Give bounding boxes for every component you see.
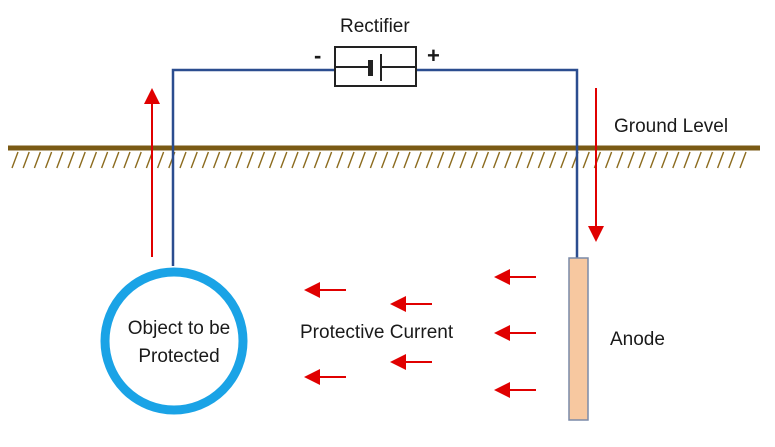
positive-terminal-label: + — [427, 43, 440, 68]
hatch-mark — [369, 151, 378, 169]
ground-level-label: Ground Level — [614, 116, 729, 137]
hatch-mark — [548, 151, 557, 169]
rectifier-symbol — [334, 46, 417, 87]
protected-object-label-line1: Object to be — [127, 318, 231, 339]
hatch-mark — [616, 151, 624, 169]
hatch-mark — [11, 151, 19, 169]
hatch-mark — [33, 151, 42, 169]
hatch-mark — [694, 151, 702, 169]
hatch-mark — [280, 151, 288, 169]
hatch-mark — [515, 151, 523, 169]
hatch-mark — [672, 151, 680, 169]
hatch-mark — [22, 151, 30, 169]
hatch-mark — [436, 151, 445, 169]
protected-object-label: Object to be Protected — [103, 315, 255, 371]
hatch-mark — [582, 151, 590, 169]
anode-rod — [568, 257, 589, 421]
hatch-mark — [156, 151, 165, 169]
hatch-mark — [526, 151, 534, 169]
hatch-mark — [246, 151, 254, 169]
hatch-mark — [425, 151, 434, 169]
hatch-mark — [392, 151, 400, 169]
rectifier-label: Rectifier — [340, 16, 410, 37]
protective-current-label: Protective Current — [300, 322, 454, 343]
protected-object-label-line2: Protected — [138, 346, 220, 367]
hatch-mark — [78, 151, 86, 169]
hatch-mark — [67, 151, 75, 169]
hatch-mark — [100, 151, 109, 169]
protected-object-ring — [100, 267, 248, 415]
hatch-mark — [604, 151, 613, 169]
negative-terminal-label: - — [314, 43, 322, 68]
hatch-mark — [44, 151, 53, 169]
hatch-mark — [56, 151, 64, 169]
hatch-mark — [336, 151, 344, 169]
hatch-mark — [123, 151, 131, 169]
hatch-mark — [739, 151, 747, 169]
hatch-mark — [683, 151, 691, 169]
hatch-mark — [504, 151, 512, 169]
hatch-mark — [414, 151, 422, 169]
hatch-mark — [459, 151, 467, 169]
hatch-mark — [291, 151, 299, 169]
hatch-mark — [448, 151, 456, 169]
hatch-mark — [347, 151, 355, 169]
wire-to-object — [171, 68, 335, 266]
hatch-mark — [302, 151, 310, 169]
anode-label: Anode — [610, 329, 665, 350]
hatch-mark — [112, 151, 120, 169]
hatch-mark — [89, 151, 98, 169]
hatch-mark — [649, 151, 658, 169]
hatch-mark — [190, 151, 198, 169]
hatch-mark — [537, 151, 546, 169]
hatch-mark — [212, 151, 221, 169]
protective-current-arrows — [304, 269, 536, 398]
hatch-mark — [224, 151, 232, 169]
hatch-mark — [268, 151, 277, 169]
hatch-mark — [380, 151, 389, 169]
ground-hatching — [11, 151, 747, 169]
hatch-mark — [492, 151, 501, 169]
hatch-mark — [560, 151, 568, 169]
hatch-mark — [257, 151, 266, 169]
hatch-mark — [235, 151, 243, 169]
hatch-mark — [716, 151, 725, 169]
hatch-mark — [705, 151, 714, 169]
hatch-mark — [481, 151, 490, 169]
hatch-mark — [201, 151, 210, 169]
hatch-mark — [470, 151, 478, 169]
hatch-mark — [358, 151, 366, 169]
hatch-mark — [728, 151, 736, 169]
hatch-mark — [324, 151, 333, 169]
hatch-mark — [313, 151, 322, 169]
hatch-mark — [403, 151, 411, 169]
hatch-mark — [179, 151, 187, 169]
hatch-mark — [134, 151, 142, 169]
hatch-mark — [660, 151, 669, 169]
hatch-mark — [627, 151, 635, 169]
hatch-mark — [638, 151, 646, 169]
wire-to-anode — [416, 68, 579, 258]
